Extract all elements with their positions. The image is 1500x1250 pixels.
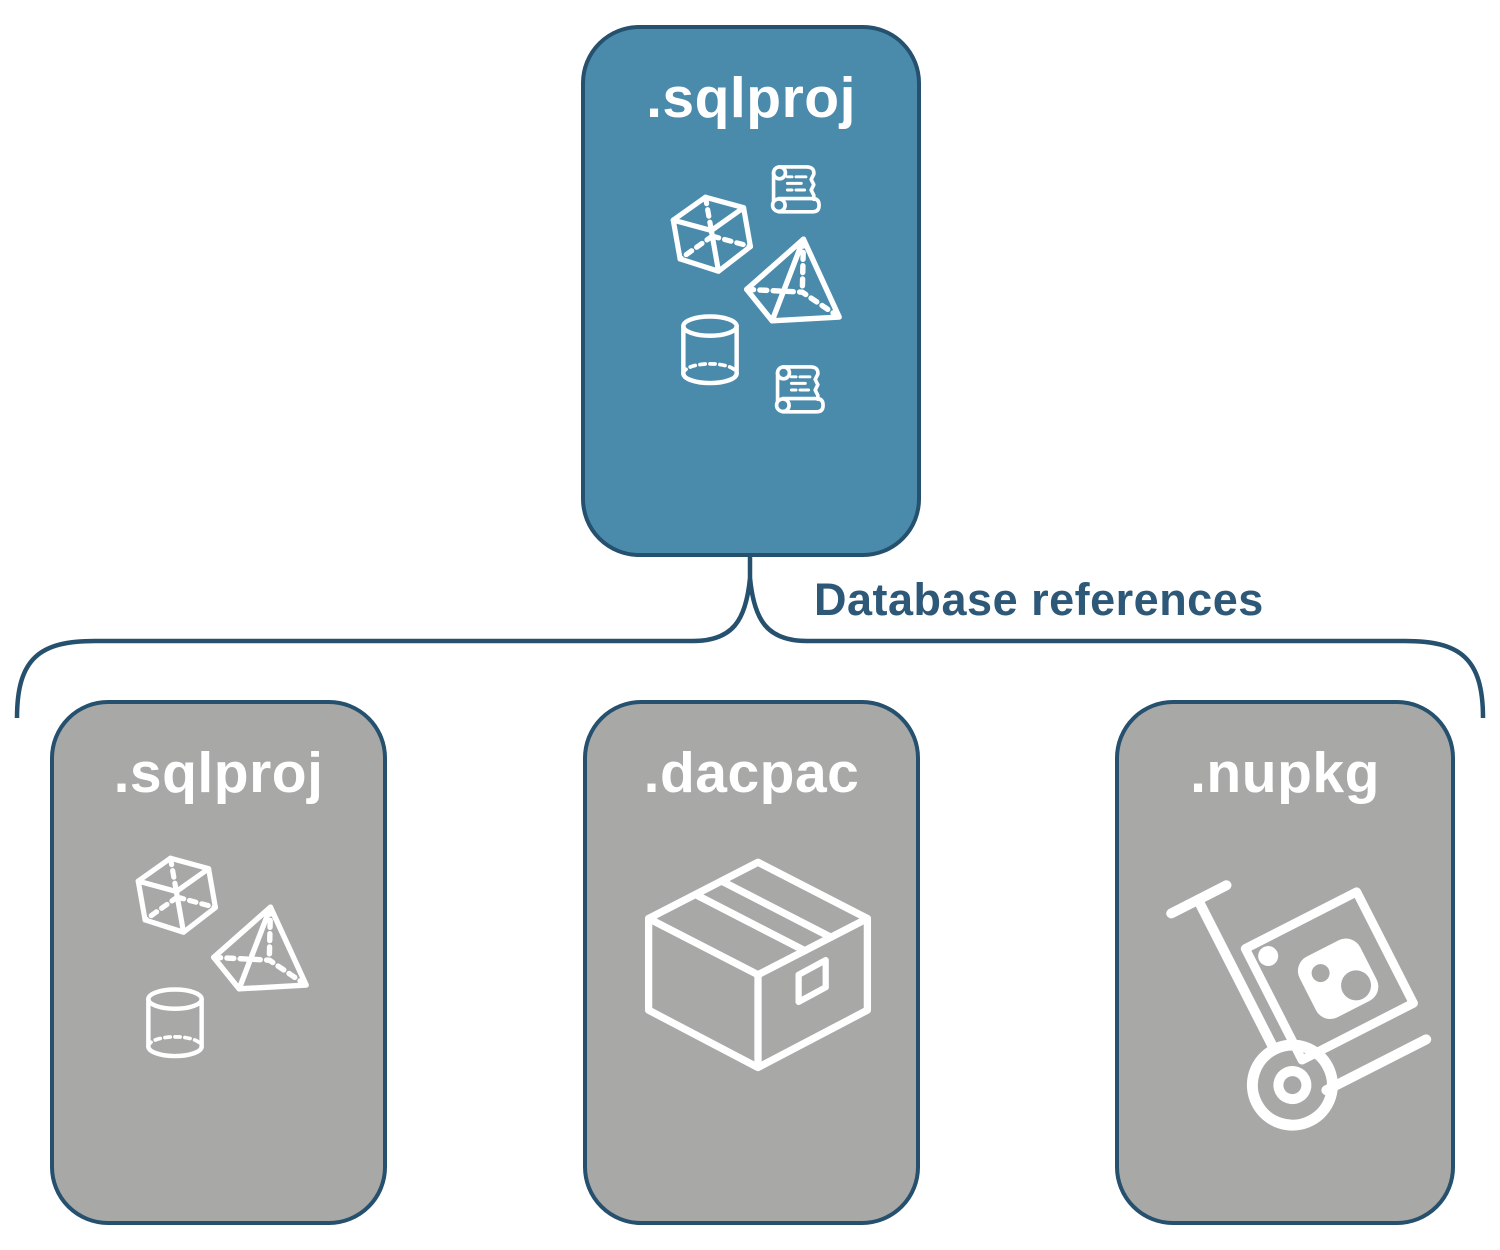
root-card-title: .sqlproj — [646, 66, 856, 130]
cube-icon — [135, 855, 219, 935]
card-child-sqlproj: .sqlproj — [50, 700, 387, 1225]
handle-spine — [1192, 894, 1280, 1055]
scroll-icon — [770, 165, 821, 214]
child-card-title: .nupkg — [1190, 741, 1380, 805]
package-square — [1240, 887, 1418, 1065]
card-child-dacpac: .dacpac — [583, 700, 920, 1225]
pyramid-icon — [210, 904, 309, 992]
package-box-icon — [644, 858, 872, 1072]
card-child-nupkg: .nupkg — [1115, 700, 1455, 1225]
blade — [1321, 1034, 1432, 1096]
pyramid-icon — [743, 236, 842, 324]
child-card-title: .dacpac — [643, 741, 860, 805]
child-card-title: .sqlproj — [113, 741, 324, 805]
nuget-logo-icon — [1258, 938, 1379, 1019]
hand-truck-icon — [1166, 880, 1432, 1131]
card-root-sqlproj: .sqlproj — [581, 25, 921, 557]
scroll-icon — [774, 365, 825, 414]
cylinder-icon — [681, 314, 739, 386]
cube-icon — [670, 194, 754, 274]
connector-label: Database references — [814, 574, 1264, 625]
cylinder-icon — [146, 987, 204, 1059]
wheel-icon — [1246, 1039, 1338, 1131]
